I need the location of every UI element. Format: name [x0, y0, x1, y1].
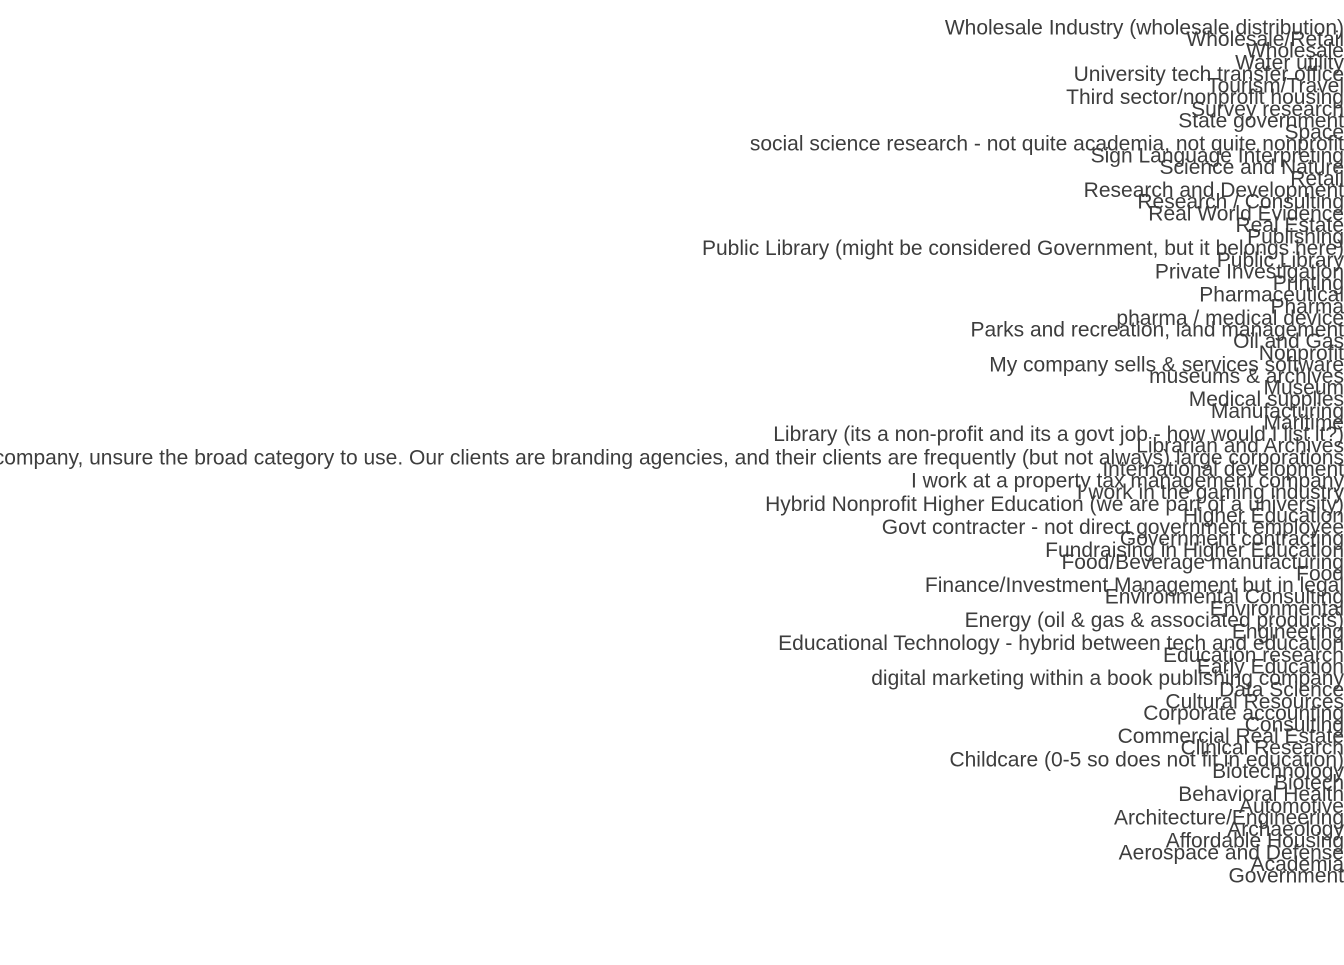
category-label: Parks and recreation, land management: [970, 319, 1344, 342]
category-label: Medical supplies: [1189, 388, 1344, 411]
category-label: Public Library: [1217, 249, 1344, 272]
category-label: Archaeology: [1227, 818, 1344, 841]
category-label: Food/Beverage manufacturing: [1061, 551, 1344, 574]
category-label: our company, unsure the broad category t…: [0, 446, 1344, 469]
category-label: social science research - not quite acad…: [750, 133, 1344, 156]
category-label: International development: [1102, 458, 1344, 481]
category-label: Educational Technology - hybrid between …: [778, 632, 1344, 655]
category-label: Fundraising in Higher Education: [1045, 539, 1344, 562]
category-label: museums & archives: [1149, 365, 1344, 388]
category-label: Data Science: [1219, 679, 1344, 702]
category-label: Real World Evidence: [1148, 202, 1344, 225]
category-label: Private Investigation: [1155, 260, 1344, 283]
category-label: My company sells & services software: [989, 353, 1344, 376]
category-label: Govt contracter - not direct government …: [882, 516, 1344, 539]
category-label: Pharma: [1270, 295, 1344, 318]
category-label: Printing: [1273, 272, 1344, 295]
category-label: Finance/Investment Management but in leg…: [925, 574, 1344, 597]
category-label: Biotechnology: [1212, 760, 1344, 783]
category-label: Librarian and Archives: [1136, 435, 1344, 458]
category-label: Commercial Real Estate: [1118, 725, 1344, 748]
category-label: Cultural Resources: [1165, 690, 1344, 713]
category-label: Engineering: [1232, 621, 1344, 644]
category-label: Research / Consulting: [1137, 191, 1344, 214]
category-label: Wholesale: [1246, 40, 1344, 63]
category-label: Behavioral Health: [1178, 783, 1344, 806]
category-label: Government: [1228, 865, 1344, 888]
category-label: Energy (oil & gas & associated products): [965, 609, 1344, 632]
category-label: Higher Education: [1183, 504, 1344, 527]
category-label: Library (its a non-profit and its a govt…: [773, 423, 1344, 446]
category-label: Early Education: [1197, 655, 1344, 678]
category-label: Consulting: [1245, 714, 1344, 737]
category-label: Childcare (0-5 so does not fit in educat…: [949, 748, 1344, 771]
category-label: Tourism/Travel: [1207, 75, 1344, 98]
category-label: Academia: [1251, 853, 1344, 876]
category-label: Biotech: [1274, 772, 1344, 795]
category-label: Oil and Gas: [1233, 330, 1344, 353]
category-label: Pharmaceutical: [1199, 284, 1344, 307]
category-label: Environmental Consulting: [1105, 586, 1344, 609]
category-label: Science and Nature: [1160, 156, 1344, 179]
category-label: Government contracting: [1120, 528, 1344, 551]
category-label: Public Library (might be considered Gove…: [702, 237, 1344, 260]
category-label: Survey research: [1191, 98, 1344, 121]
category-label: Real Estate: [1235, 214, 1344, 237]
category-label: Nonprofit: [1259, 342, 1344, 365]
category-label: Retail: [1290, 168, 1344, 191]
category-label: I work at a property tax management comp…: [911, 470, 1344, 493]
category-label: Space: [1284, 121, 1344, 144]
category-label: Wholesale Industry (wholesale distributi…: [945, 17, 1344, 40]
category-label: State government: [1178, 109, 1344, 132]
category-label: Affordable Housing: [1166, 830, 1344, 853]
category-label: Wholesale/Retail: [1186, 28, 1344, 51]
category-label: Maritime: [1263, 412, 1344, 435]
category-label: Environmental: [1210, 597, 1344, 620]
category-label: Water utility: [1235, 51, 1344, 74]
category-label: Sign Language Interpreting: [1091, 144, 1344, 167]
category-label: I work in the gaming industry: [1077, 481, 1344, 504]
category-label: Corporate accounting: [1143, 702, 1344, 725]
category-label: Publishing: [1247, 226, 1344, 249]
category-label: Hybrid Nonprofit Higher Education (we ar…: [765, 493, 1344, 516]
category-label: Aerospace and Defense: [1119, 841, 1344, 864]
category-label: pharma / medical device: [1116, 307, 1344, 330]
category-label: digital marketing within a book publishi…: [871, 667, 1344, 690]
category-label: Research and Development: [1084, 179, 1344, 202]
category-label: Museum: [1263, 377, 1344, 400]
category-label: Clinical Research: [1181, 737, 1344, 760]
category-label: Third sector/nonprofit housing: [1066, 86, 1344, 109]
category-label: Education research: [1163, 644, 1344, 667]
category-label: Architecture/Engineering: [1114, 806, 1344, 829]
category-label: Manufacturing: [1211, 400, 1344, 423]
category-label: Food: [1296, 563, 1344, 586]
category-label: University tech transfer office: [1074, 63, 1344, 86]
category-label: Automotive: [1239, 795, 1344, 818]
